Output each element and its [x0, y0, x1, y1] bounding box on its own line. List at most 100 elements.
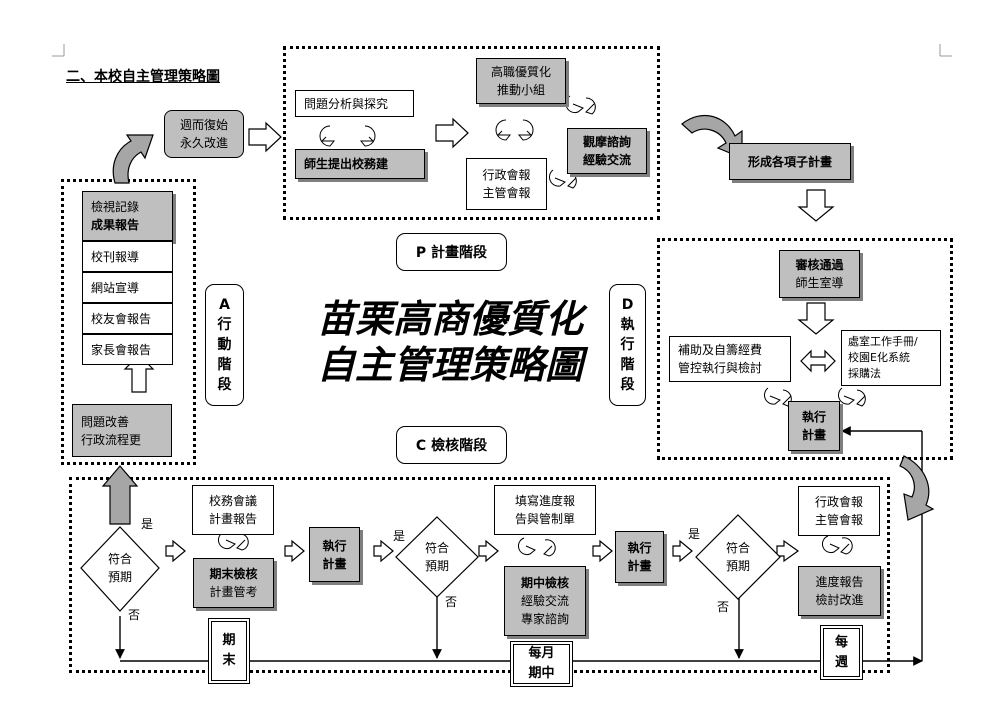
- review-box: 審核通過 師生室導: [779, 250, 860, 298]
- proposal-text: 師生提出校務建: [304, 157, 389, 171]
- office-line3: 採購法: [848, 367, 881, 380]
- final-meeting-line2: 計畫報告: [208, 512, 257, 526]
- arrow-cycle-to-plan: [248, 121, 282, 153]
- run-weekly-line1: 執行: [627, 541, 652, 555]
- cycle-line1: 週而復始: [179, 118, 228, 132]
- period-term-line1: 期: [222, 633, 236, 648]
- weekly-meeting-line1: 行政會報: [814, 495, 863, 509]
- report-item-4-text: 家長會報告: [91, 342, 152, 357]
- group-line1: 高職優質化: [490, 65, 551, 79]
- arrow-run2-to-final: [284, 539, 305, 563]
- cycle-icon-exec-right: [838, 387, 866, 407]
- stage-exec-char2: 行: [620, 337, 635, 353]
- improve-line1: 問題改善: [81, 414, 130, 429]
- center-title-line1: 苗栗高商優質化: [316, 296, 583, 341]
- center-title-line2: 自主管理策略圖: [316, 342, 583, 387]
- stage-exec-char3: 階: [620, 357, 635, 373]
- cycle-icon-problem: [319, 125, 376, 147]
- decision-diamond-final: [80, 526, 160, 612]
- exec-run-line1: 執行: [801, 410, 826, 424]
- proposal-box: 師生提出校務建: [295, 149, 425, 179]
- budget-box: 補助及自籌經費 管控執行與檢討: [669, 336, 791, 382]
- run-mid-line1: 執行: [322, 538, 347, 553]
- cycle-box: 週而復始 永久改進: [164, 110, 244, 158]
- admin-box: 行政會報 主管會報: [466, 158, 547, 210]
- fill-report-box: 填寫進度報 告與管制單: [494, 485, 596, 535]
- period-monthly-line2: 期中: [528, 666, 555, 681]
- stage-action-char1: 行: [217, 317, 232, 333]
- report-item-3: 校友會報告: [82, 303, 173, 334]
- page-title: 二、本校自主管理策略圖: [66, 69, 220, 85]
- record-line2: 成果報告: [91, 218, 140, 232]
- no-label-weekly: 否: [717, 600, 730, 614]
- admin-line2: 主管會報: [482, 186, 531, 200]
- cycle-line2: 永久改進: [179, 136, 228, 150]
- run-box-weekly: 執行 計畫: [615, 531, 664, 583]
- mid-check-line2: 經驗交流: [520, 594, 569, 608]
- diamond-mid-text: 符合 預期: [407, 539, 467, 575]
- yes-label-weekly: 是: [688, 527, 701, 541]
- arrow-progress-to-diamond: [776, 539, 800, 563]
- run-mid-line2: 計畫: [322, 556, 347, 571]
- decision-diamond-mid: [395, 516, 479, 598]
- consult-line1: 觀摩諮詢: [582, 135, 631, 149]
- diamond-weekly-line2: 預期: [725, 559, 750, 573]
- exec-run-box: 執行 計畫: [788, 401, 840, 451]
- stage-action-char2: 動: [217, 337, 232, 353]
- record-box: 檢視記錄 成果報告: [82, 191, 173, 241]
- arrow-mid-to-diamond: [478, 539, 499, 563]
- mid-check-line3: 專家諮詢: [520, 612, 569, 626]
- weekly-meeting-box: 行政會報 主管會報: [798, 486, 880, 536]
- diamond-weekly-text: 符合 預期: [708, 539, 768, 575]
- progress-box: 進度報告 檢討改進: [798, 566, 881, 616]
- arrow-form-to-review: [797, 189, 835, 222]
- diamond-mid-line2: 預期: [424, 559, 449, 573]
- diamond-final-line1: 符合: [107, 552, 132, 566]
- decision-diamond-weekly: [695, 514, 781, 600]
- arrow-final-to-diamond: [165, 539, 186, 563]
- form-plan-text: 形成各項子計畫: [747, 154, 832, 169]
- diamond-final-text: 符合 預期: [90, 550, 150, 586]
- period-term: 期 末: [208, 618, 250, 684]
- yes-label-mid: 是: [393, 529, 406, 543]
- stage-action-char4: 段: [217, 377, 232, 393]
- mid-check-line1: 期中檢核: [520, 576, 569, 590]
- progress-line2: 檢討改進: [815, 593, 864, 607]
- office-line1: 處室工作手冊/: [848, 335, 918, 348]
- stage-action-char3: 階: [217, 357, 232, 373]
- stage-exec-letter: D: [621, 297, 634, 313]
- arrow-review-to-budget: [797, 302, 835, 335]
- mid-check-box: 期中檢核 經驗交流 專家諮詢: [504, 566, 586, 636]
- final-meeting-line1: 校務會議: [208, 494, 257, 508]
- plan-region: [283, 46, 660, 220]
- group-box: 高職優質化 推動小組: [476, 58, 566, 104]
- cycle-icon-consult-top: [565, 95, 596, 115]
- arrow-run3-to-mid: [592, 539, 613, 563]
- exec-run-line2: 計畫: [801, 428, 826, 442]
- review-line2: 師生室導: [795, 276, 844, 290]
- run-box-mid: 執行 計畫: [309, 527, 360, 582]
- corner-marks: [52, 44, 952, 57]
- period-weekly-line1: 每: [834, 634, 848, 650]
- run-weekly-line2: 計畫: [627, 559, 652, 573]
- report-item-1: 校刊報導: [82, 241, 173, 272]
- arrow-left-up: [101, 465, 139, 525]
- weekly-meeting-line2: 主管會報: [814, 513, 863, 527]
- fill-report-line2: 告與管制單: [514, 512, 575, 526]
- final-check-box: 期末檢核 計畫管考: [193, 558, 274, 608]
- period-weekly-line2: 週: [834, 654, 848, 670]
- group-line2: 推動小組: [496, 83, 545, 97]
- no-label-final: 否: [128, 608, 141, 622]
- final-check-line2: 計畫管考: [209, 585, 258, 599]
- stage-exec: D 執 行 階 段: [609, 284, 646, 406]
- arrow-problem-to-group: [435, 117, 469, 149]
- center-title: 苗栗高商優質化 自主管理策略圖: [290, 296, 610, 388]
- stage-exec-char1: 執: [620, 317, 635, 333]
- report-item-3-text: 校友會報告: [91, 311, 152, 326]
- budget-line2: 管控執行與檢討: [678, 361, 763, 375]
- report-item-2-text: 網站宣導: [91, 280, 140, 295]
- arrow-double-budget-office: [800, 349, 836, 373]
- no-label-mid: 否: [445, 595, 458, 609]
- office-box: 處室工作手冊/ 校園E化系統 採購法: [841, 330, 941, 386]
